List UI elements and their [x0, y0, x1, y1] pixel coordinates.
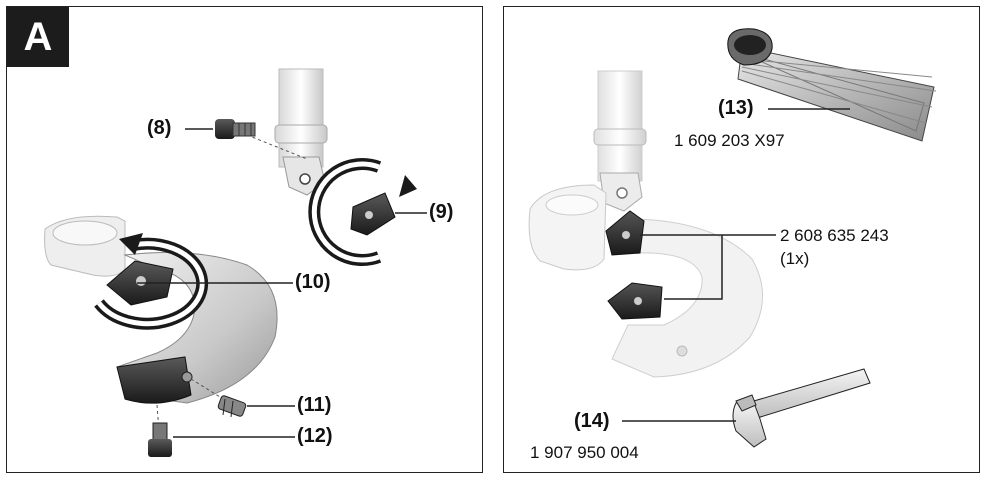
feeler-gauge-13	[727, 28, 937, 142]
axis-line	[190, 378, 234, 406]
figure-badge: A	[7, 7, 69, 67]
label-12: (12)	[297, 425, 333, 447]
spindle-shaft	[274, 68, 328, 196]
part-quantity-clamp: (1x)	[780, 249, 810, 268]
screw-8	[215, 119, 256, 139]
label-13: (13)	[718, 97, 754, 119]
clamp-top	[605, 210, 645, 256]
panel-b: (13) 1 609 203 X97 2 608 635 243 (1x) (1…	[503, 6, 980, 473]
protection-guard	[44, 215, 278, 404]
clamp-bottom	[607, 282, 663, 320]
part-number-14: 1 907 950 004	[530, 443, 639, 462]
label-11: (11)	[297, 394, 332, 416]
leader-clamp	[640, 234, 776, 300]
screw-11	[217, 395, 247, 418]
screw-12	[148, 422, 172, 457]
panel-a: A (8) (9) (10) (11) (12)	[6, 6, 483, 473]
part-number-clamp: 2 608 635 243	[780, 226, 889, 245]
label-9: (9)	[429, 201, 454, 223]
axis-line	[156, 404, 160, 432]
part-number-13: 1 609 203 X97	[674, 131, 785, 150]
allen-key-14	[732, 368, 871, 448]
label-14: (14)	[574, 410, 610, 432]
clamp-lever-9	[308, 158, 417, 266]
label-8: (8)	[147, 117, 172, 139]
spindle-shaft	[593, 70, 647, 212]
protection-guard	[528, 184, 763, 378]
panel-a-illustration	[44, 68, 427, 457]
axis-line	[246, 134, 308, 160]
label-10: (10)	[295, 271, 331, 293]
panel-b-illustration	[528, 28, 937, 448]
